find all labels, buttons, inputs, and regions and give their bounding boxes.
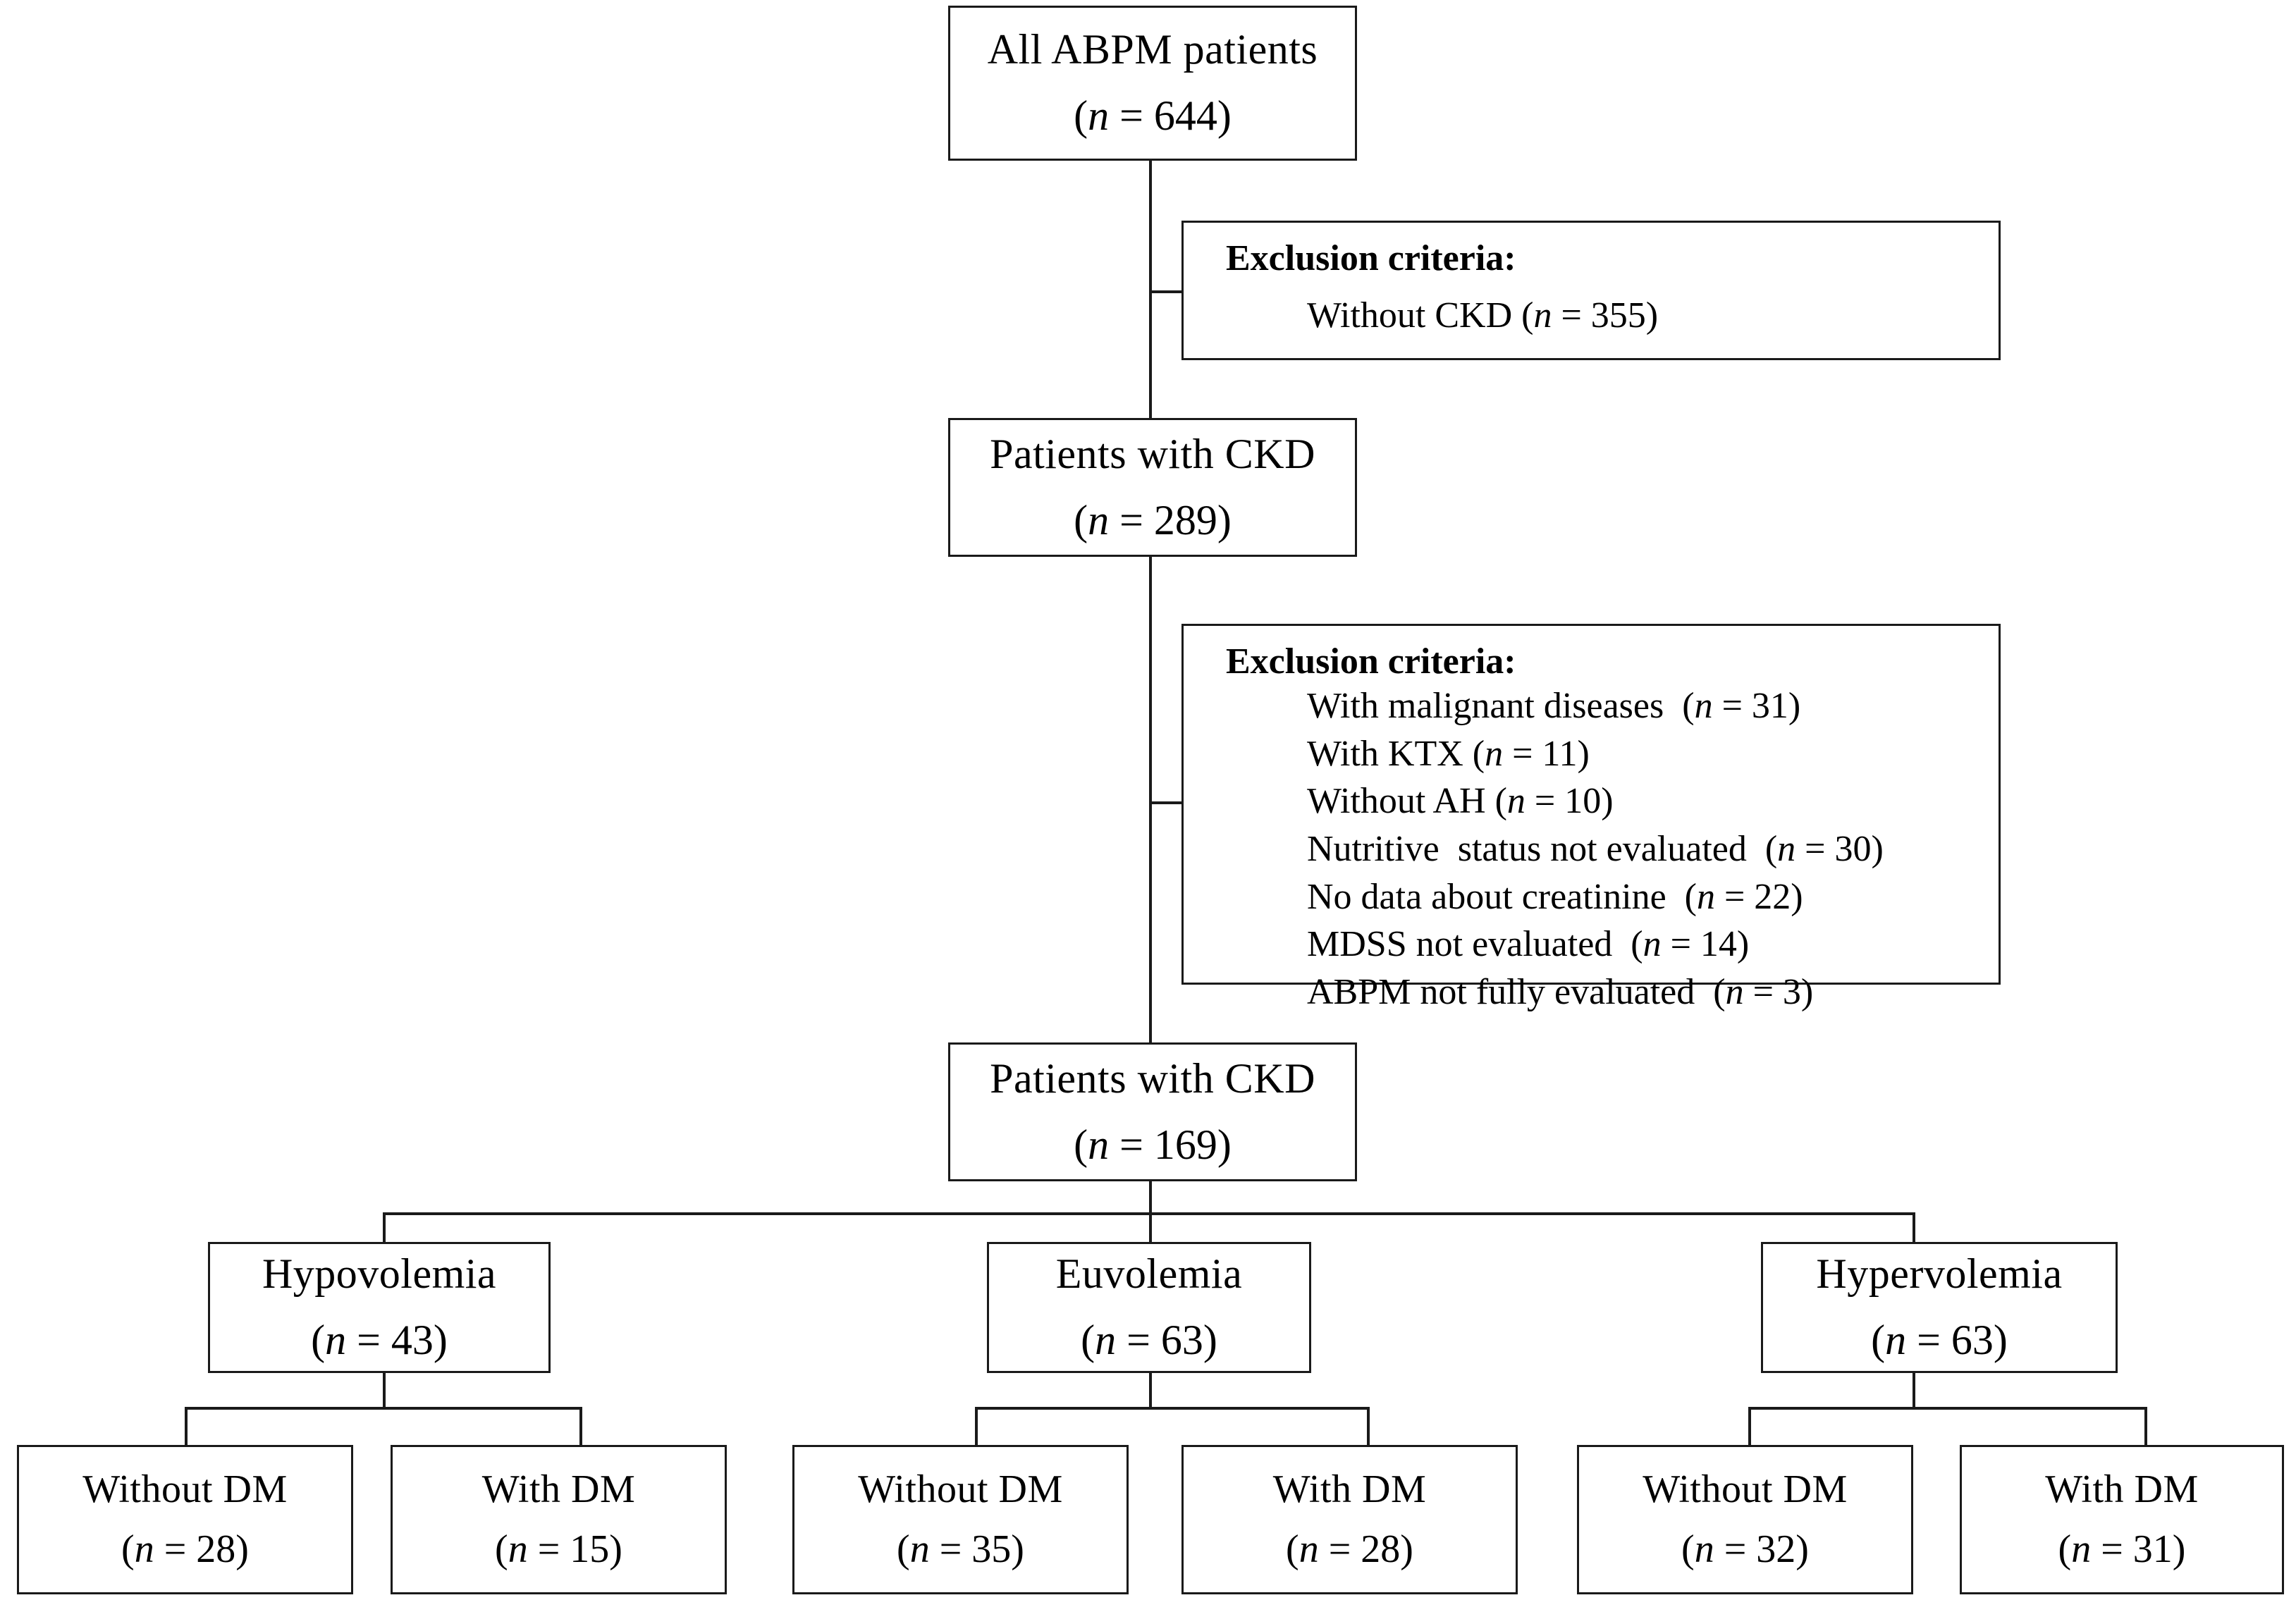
connector-bus-to-hypervolemia xyxy=(1913,1212,1915,1243)
connector-hypervolemia-to-with-dm xyxy=(2144,1407,2147,1446)
exclusion-item: MDSS not evaluated (n = 14) xyxy=(1307,924,1750,965)
node-all-abpm-patients[interactable]: All ABPM patients (n = 644) xyxy=(948,6,1357,161)
node-title: Patients with CKD xyxy=(990,430,1315,477)
exclusion-list: Without CKD (n = 355) xyxy=(1184,297,1999,334)
node-title: Without DM xyxy=(858,1467,1063,1511)
node-title: Euvolemia xyxy=(1055,1250,1243,1298)
node-hypervolemia-with-dm[interactable]: With DM (n = 31) xyxy=(1960,1445,2284,1594)
connector-hypervolemia-drop xyxy=(1913,1373,1915,1410)
connector-euvolemia-bus xyxy=(975,1407,1370,1410)
node-count: (n = 31) xyxy=(2058,1527,2186,1571)
node-count: (n = 63) xyxy=(1871,1317,2008,1363)
exclusion-item: Without AH (n = 10) xyxy=(1307,781,1614,822)
node-title: Hypovolemia xyxy=(262,1250,497,1298)
node-title: Patients with CKD xyxy=(990,1054,1315,1102)
exclusion-box-1: Exclusion criteria: Without CKD (n = 355… xyxy=(1181,221,2001,360)
exclusion-item: With malignant diseases (n = 31) xyxy=(1307,686,1801,727)
node-title: Without DM xyxy=(1643,1467,1848,1511)
connector-hypovolemia-drop xyxy=(383,1373,386,1410)
node-count: (n = 644) xyxy=(1074,92,1232,139)
node-count: (n = 35) xyxy=(897,1527,1024,1571)
node-euvolemia-with-dm[interactable]: With DM (n = 28) xyxy=(1181,1445,1518,1594)
node-title: With DM xyxy=(1272,1467,1427,1511)
connector-hypervolemia-to-without-dm xyxy=(1748,1407,1751,1446)
exclusion-item: With KTX (n = 11) xyxy=(1307,733,1590,774)
connector-hypovolemia-bus xyxy=(185,1407,582,1410)
node-count: (n = 63) xyxy=(1081,1317,1217,1363)
connector-hypovolemia-to-with-dm xyxy=(579,1407,582,1446)
node-patients-with-ckd-169[interactable]: Patients with CKD (n = 169) xyxy=(948,1042,1357,1181)
node-count: (n = 43) xyxy=(311,1317,448,1363)
node-hypovolemia-with-dm[interactable]: With DM (n = 15) xyxy=(391,1445,727,1594)
exclusion-item: ABPM not fully evaluated (n = 3) xyxy=(1307,971,1814,1012)
node-count: (n = 28) xyxy=(1286,1527,1413,1571)
connector-hypovolemia-to-without-dm xyxy=(185,1407,188,1446)
connector-bus-to-hypovolemia xyxy=(383,1212,386,1243)
connector-ckd169-to-bus xyxy=(1149,1181,1152,1215)
node-title: Hypervolemia xyxy=(1816,1250,2063,1298)
connector-euvolemia-to-without-dm xyxy=(975,1407,978,1446)
node-title: With DM xyxy=(481,1467,636,1511)
node-title: All ABPM patients xyxy=(987,26,1318,73)
exclusion-item: No data about creatinine (n = 22) xyxy=(1307,876,1803,917)
node-hypovolemia[interactable]: Hypovolemia (n = 43) xyxy=(208,1242,551,1373)
node-patients-with-ckd-289[interactable]: Patients with CKD (n = 289) xyxy=(948,418,1357,557)
exclusion-item: Without CKD (n = 355) xyxy=(1307,295,1659,336)
node-hypovolemia-without-dm[interactable]: Without DM (n = 28) xyxy=(17,1445,353,1594)
node-count: (n = 15) xyxy=(495,1527,622,1571)
exclusion-box-2: Exclusion criteria: With malignant disea… xyxy=(1181,624,2001,1012)
exclusion-heading: Exclusion criteria: xyxy=(1226,641,1516,682)
node-title: Without DM xyxy=(82,1467,288,1511)
connector-euvolemia-to-with-dm xyxy=(1367,1407,1370,1446)
node-euvolemia-without-dm[interactable]: Without DM (n = 35) xyxy=(792,1445,1129,1594)
node-euvolemia[interactable]: Euvolemia (n = 63) xyxy=(987,1242,1311,1373)
exclusion-item: Nutritive status not evaluated (n = 30) xyxy=(1307,829,1884,870)
connector-branch-exclusion-2 xyxy=(1149,801,1181,804)
connector-hypervolemia-bus xyxy=(1748,1407,2147,1410)
exclusion-heading: Exclusion criteria: xyxy=(1226,238,1516,278)
exclusion-list: With malignant diseases (n = 31) With KT… xyxy=(1184,682,1999,1016)
node-hypervolemia[interactable]: Hypervolemia (n = 63) xyxy=(1761,1242,2118,1373)
node-count: (n = 28) xyxy=(121,1527,249,1571)
node-title: With DM xyxy=(2045,1467,2199,1511)
connector-ckd289-to-ckd169 xyxy=(1149,557,1152,1057)
connector-branch-exclusion-1 xyxy=(1149,290,1181,293)
connector-abpm-to-ckd289 xyxy=(1149,161,1152,418)
connector-euvolemia-drop xyxy=(1149,1373,1152,1410)
connector-bus-to-euvolemia xyxy=(1149,1212,1152,1243)
node-count: (n = 169) xyxy=(1074,1121,1232,1168)
node-count: (n = 289) xyxy=(1074,496,1232,543)
node-hypervolemia-without-dm[interactable]: Without DM (n = 32) xyxy=(1577,1445,1913,1594)
node-count: (n = 32) xyxy=(1681,1527,1809,1571)
